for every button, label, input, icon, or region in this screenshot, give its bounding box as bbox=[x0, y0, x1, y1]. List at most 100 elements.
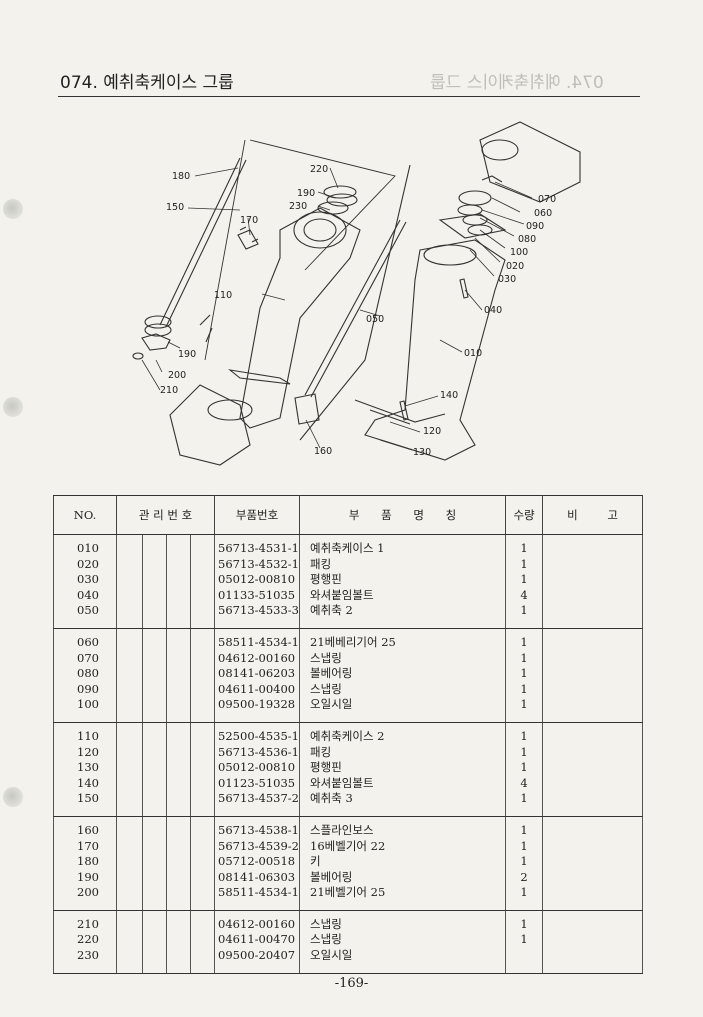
group-spacer-row bbox=[53, 816, 644, 823]
row-number: 030 bbox=[53, 572, 117, 588]
management-number-cell bbox=[142, 791, 167, 807]
row-remark bbox=[542, 885, 644, 901]
spacer-cell bbox=[189, 534, 216, 541]
management-number-cell bbox=[166, 791, 191, 807]
management-number-cell bbox=[116, 728, 143, 745]
row-remark bbox=[542, 603, 644, 619]
row-number: 110 bbox=[53, 728, 117, 745]
divider-cell bbox=[299, 963, 507, 974]
row-quantity: 1 bbox=[505, 932, 544, 949]
page-title: 074. 예취축케이스 그룹 bbox=[60, 73, 234, 93]
management-number-cell bbox=[116, 838, 143, 855]
row-quantity bbox=[505, 948, 544, 964]
row-number: 150 bbox=[53, 791, 117, 807]
management-number-cell bbox=[189, 948, 216, 964]
management-number-cell bbox=[116, 744, 143, 761]
divider-cell bbox=[214, 963, 301, 974]
row-number: 120 bbox=[53, 744, 117, 761]
row-remark bbox=[542, 869, 644, 886]
bolt-040 bbox=[459, 278, 469, 299]
group-divider-row bbox=[53, 963, 644, 974]
divider-cell bbox=[189, 618, 216, 629]
callout-label: 110 bbox=[214, 290, 232, 301]
row-quantity: 1 bbox=[505, 885, 544, 901]
divider-cell bbox=[505, 806, 544, 817]
management-number-cell bbox=[142, 697, 167, 713]
binder-hole bbox=[3, 397, 23, 417]
divider-cell bbox=[53, 963, 117, 974]
divider-cell bbox=[166, 963, 191, 974]
divider-cell bbox=[53, 618, 117, 629]
row-quantity: 1 bbox=[505, 728, 544, 745]
management-number-cell bbox=[166, 760, 191, 776]
management-number-cell bbox=[166, 697, 191, 713]
management-number-cell bbox=[142, 681, 167, 698]
row-quantity: 1 bbox=[505, 681, 544, 698]
management-number-cell bbox=[189, 728, 216, 745]
management-number-cell bbox=[189, 650, 216, 667]
management-number-cell bbox=[166, 681, 191, 698]
callout-label: 190 bbox=[178, 349, 196, 360]
row-quantity: 1 bbox=[505, 556, 544, 573]
row-part-number: 56713-4539-2 bbox=[214, 838, 301, 855]
ring-090 bbox=[457, 204, 483, 216]
header-part-name: 부 품 명 칭 bbox=[299, 495, 507, 535]
gear-200 bbox=[141, 333, 171, 351]
management-number-cell bbox=[142, 822, 167, 839]
row-part-number: 04612-00160 bbox=[214, 916, 301, 933]
row-part-number: 56713-4533-3 bbox=[214, 603, 301, 619]
divider-cell bbox=[189, 712, 216, 723]
divider-cell bbox=[166, 712, 191, 723]
row-part-number: 09500-19328 bbox=[214, 697, 301, 713]
row-number: 210 bbox=[53, 916, 117, 933]
callout-label: 050 bbox=[366, 314, 384, 325]
row-remark bbox=[542, 650, 644, 667]
group-spacer-row bbox=[53, 534, 644, 541]
group-divider-row bbox=[53, 712, 644, 723]
callout-label: 170 bbox=[240, 215, 258, 226]
row-quantity: 1 bbox=[505, 760, 544, 776]
group-divider-row bbox=[53, 900, 644, 911]
management-number-cell bbox=[189, 791, 216, 807]
row-number: 050 bbox=[53, 603, 117, 619]
row-part-number: 05712-00518 bbox=[214, 854, 301, 870]
divider-cell bbox=[116, 712, 143, 723]
management-number-cell bbox=[116, 572, 143, 588]
divider-cell bbox=[53, 806, 117, 817]
row-part-name: 예취축케이스 1 bbox=[299, 541, 507, 557]
callout-label: 210 bbox=[160, 385, 178, 396]
header-remark: 비 고 bbox=[542, 495, 644, 535]
management-number-cell bbox=[142, 572, 167, 588]
row-quantity: 1 bbox=[505, 838, 544, 855]
management-number-cell bbox=[142, 634, 167, 651]
management-number-cell bbox=[166, 948, 191, 964]
management-number-cell bbox=[189, 666, 216, 682]
row-quantity: 4 bbox=[505, 775, 544, 792]
management-number-cell bbox=[166, 541, 191, 557]
row-part-name: 스냅링 bbox=[299, 650, 507, 667]
management-number-cell bbox=[166, 822, 191, 839]
management-number-cell bbox=[116, 556, 143, 573]
management-number-cell bbox=[116, 681, 143, 698]
management-number-cell bbox=[116, 885, 143, 901]
row-part-name: 와셔붙임볼트 bbox=[299, 775, 507, 792]
row-number: 180 bbox=[53, 854, 117, 870]
row-part-name: 예취축케이스 2 bbox=[299, 728, 507, 745]
divider-cell bbox=[189, 900, 216, 911]
group-spacer-row bbox=[53, 628, 644, 635]
callout-label: 140 bbox=[440, 390, 458, 401]
callout-label: 040 bbox=[484, 305, 502, 316]
page-number: -169- bbox=[334, 976, 369, 991]
divider-cell bbox=[542, 712, 644, 723]
divider-cell bbox=[214, 900, 301, 911]
row-quantity: 1 bbox=[505, 744, 544, 761]
divider-cell bbox=[299, 806, 507, 817]
row-quantity: 1 bbox=[505, 650, 544, 667]
